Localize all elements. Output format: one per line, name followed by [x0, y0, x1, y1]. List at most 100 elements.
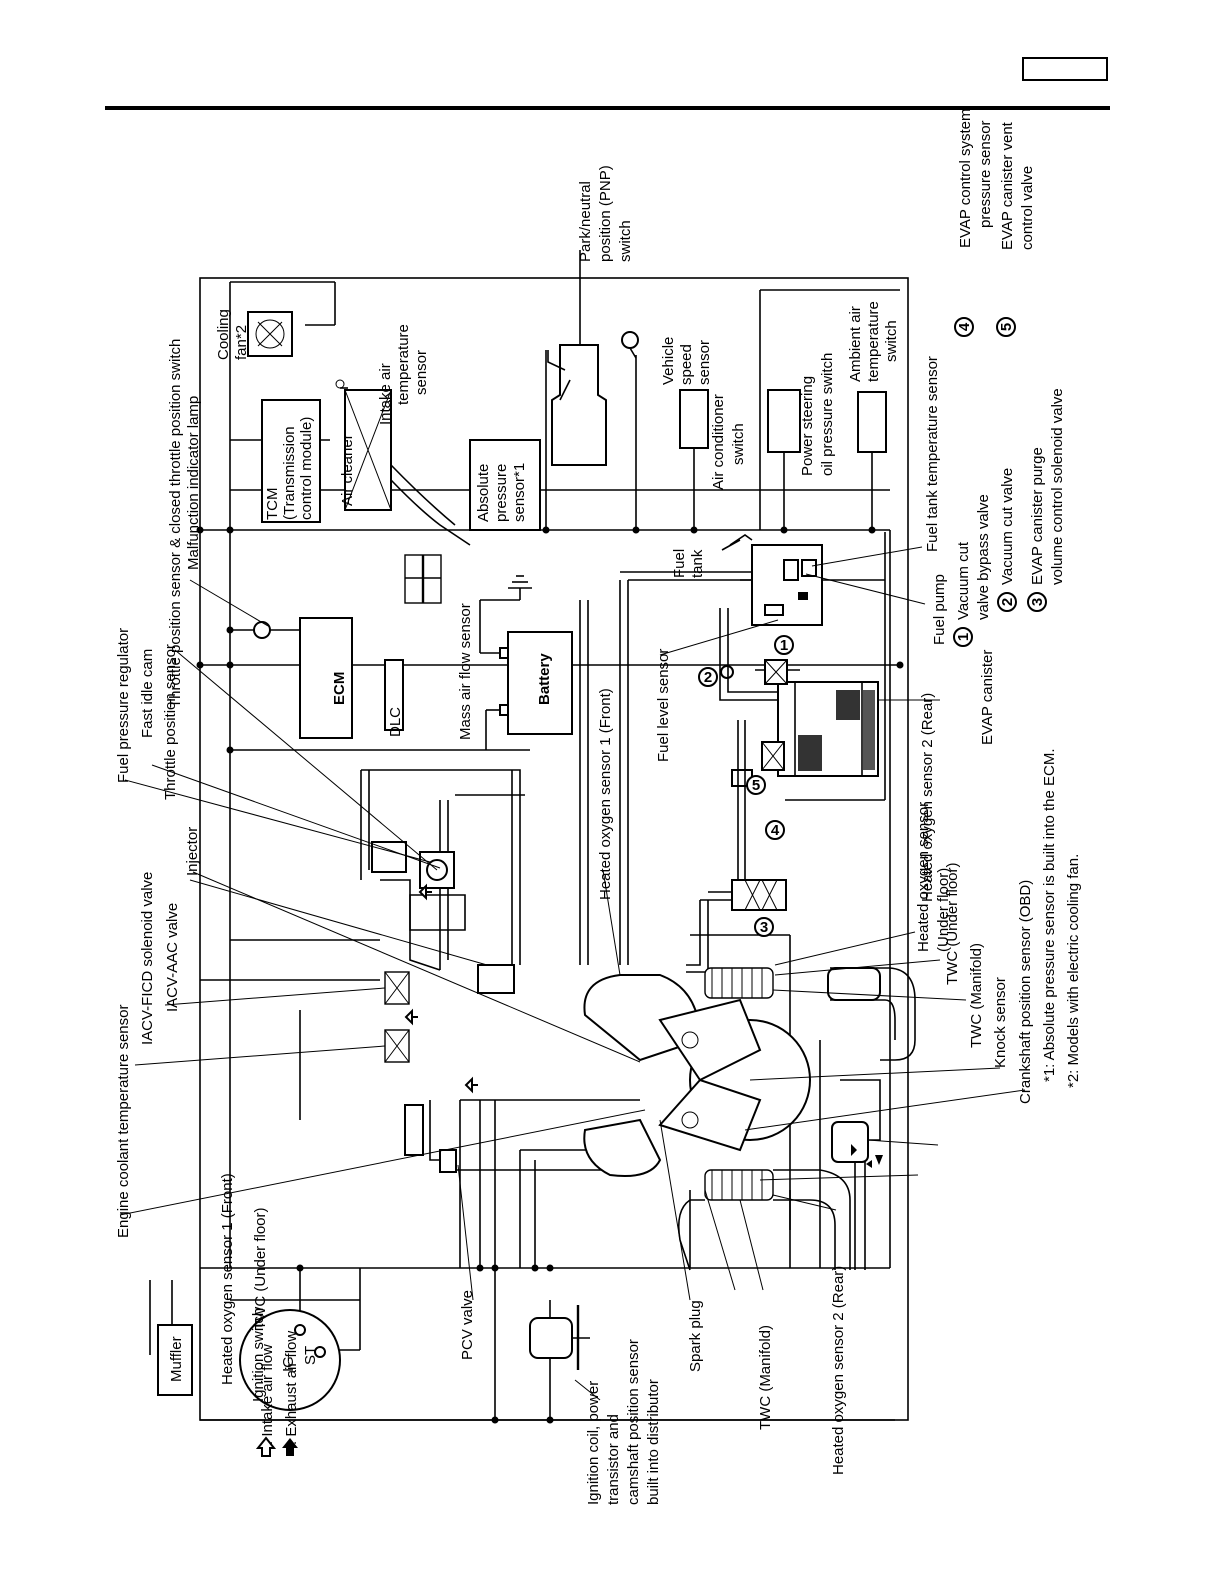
- label-vehicle-speed-1: Vehicle: [660, 337, 677, 385]
- label-vacuum-bypass-1: Vacuum cut: [955, 541, 972, 620]
- tcm-module: [261, 399, 321, 523]
- label-ambient-2: temperature: [865, 301, 882, 382]
- label-evap-vent-1: EVAP canister vent: [999, 121, 1016, 250]
- air-cleaner-icon: [335, 379, 471, 546]
- label-battery: Battery: [536, 653, 553, 705]
- svg-text:3: 3: [760, 919, 768, 936]
- label-st: ST: [302, 1346, 319, 1365]
- mass-air-flow-sensor-icon: [404, 554, 442, 604]
- evap-canister-icon: [777, 681, 879, 777]
- pcv-hose-icon: [404, 1104, 424, 1156]
- pcv-valve-icon: [439, 1149, 457, 1173]
- label-mass-air-flow: Mass air flow sensor: [457, 603, 474, 740]
- label-ps-2: oil pressure switch: [819, 353, 836, 476]
- label-fuel-level: Fuel level sensor: [655, 649, 672, 762]
- label-iacv-ficd: IACV-FICD solenoid valve: [139, 872, 156, 1045]
- label-ho2-uf-1: Heated oxygen sensor: [915, 802, 932, 952]
- label-intake-air-2: temperature: [395, 324, 412, 405]
- label-ambient-1: Ambient air: [847, 306, 864, 382]
- label-pnp-3: switch: [617, 220, 634, 262]
- label-absolute-1: Absolute: [475, 464, 492, 522]
- label-ignition-switch: Ignition switch: [250, 1308, 267, 1402]
- label-vacuum-cut: Vacuum cut valve: [999, 468, 1016, 585]
- label-fast-idle-cam: Fast idle cam: [139, 649, 156, 738]
- label-knock-sensor: Knock sensor: [992, 977, 1009, 1068]
- label-injector: Injector: [184, 827, 201, 876]
- label-throttle-closed: Throttle position sensor & closed thrott…: [167, 339, 184, 708]
- label-ac-2: switch: [730, 423, 747, 465]
- label-absolute-2: pressure: [493, 464, 510, 522]
- label-footnote-2: *2: Models with electric cooling fan.: [1065, 854, 1082, 1088]
- exhaust-pipes: [149, 967, 916, 1396]
- label-twc-manifold-l: TWC (Manifold): [757, 1325, 774, 1430]
- label-fuel-tank-2: tank: [689, 549, 706, 578]
- purge-solenoid-valve-icon: [731, 879, 787, 911]
- exhaust-air-flow-icon: [282, 1438, 298, 1456]
- label-intake-air-1: Intake air: [377, 363, 394, 425]
- distributor-icon: [529, 1305, 590, 1370]
- vehicle-speed-sensor-icon: [621, 331, 639, 359]
- label-ignition-coil-1: Ignition coil, power: [585, 1381, 602, 1505]
- label-twc-manifold-r: TWC (Manifold): [968, 943, 985, 1048]
- svg-text:5: 5: [998, 323, 1015, 331]
- flow-arrows: [404, 883, 883, 1168]
- svg-text:4: 4: [771, 822, 780, 839]
- label-evap-canister: EVAP canister: [979, 650, 996, 745]
- vacuum-cut-valves-icon: [720, 659, 788, 787]
- label-pnp-2: position (PNP): [597, 165, 614, 262]
- label-footnote-1: *1: Absolute pressure sensor is built in…: [1041, 748, 1058, 1082]
- throttle-body-icon: [371, 841, 466, 931]
- svg-text:1: 1: [780, 637, 788, 654]
- svg-text:4: 4: [956, 322, 973, 331]
- muffler-box: [157, 1324, 193, 1396]
- svg-text:2: 2: [999, 598, 1016, 606]
- label-pnp-1: Park/neutral: [577, 181, 594, 262]
- ignition-switch-icon: [239, 1309, 341, 1411]
- label-pcv-valve: PCV valve: [459, 1290, 476, 1360]
- label-fuel-tank-1: Fuel: [671, 549, 688, 578]
- label-evap-vent-2: control valve: [1019, 166, 1036, 250]
- label-fuel-pump: Fuel pump: [931, 574, 948, 645]
- label-ambient-3: switch: [883, 320, 900, 362]
- cooling-fan-icon: [247, 311, 293, 357]
- label-cooling-fan-2: fan*2: [233, 325, 250, 360]
- svg-text:3: 3: [1029, 598, 1046, 606]
- leader-lines: [119, 250, 1026, 1401]
- label-intake-flow: : Intake air flow: [259, 1344, 276, 1445]
- label-exhaust-flow: : Exhaust air flow: [283, 1331, 300, 1445]
- power-steering-switch-box: [767, 389, 801, 453]
- label-vehicle-speed-3: sensor: [696, 340, 713, 385]
- label-ho2-uf-2: (Under floor): [935, 868, 952, 952]
- label-absolute-3: sensor*1: [511, 463, 528, 522]
- label-ecm: ECM: [331, 672, 348, 705]
- label-fuel-tank-temp: Fuel tank temperature sensor: [924, 356, 941, 552]
- label-ignition-coil-2: transistor and: [605, 1414, 622, 1505]
- label-crankshaft: Crankshaft position sensor (OBD): [1017, 880, 1034, 1104]
- air-conditioner-switch-box: [679, 389, 709, 449]
- label-dlc: DLC: [387, 707, 404, 737]
- ambient-air-switch-box: [857, 391, 887, 453]
- label-ac-1: Air conditioner: [710, 394, 727, 490]
- label-ho2-rear: Heated oxygen sensor 2 (Rear): [919, 693, 936, 902]
- label-ignition-coil-4: built into distributor: [645, 1379, 662, 1505]
- label-muffler: Muffler: [168, 1336, 185, 1382]
- label-twc-under-floor-l: TWC (Under floor): [252, 1207, 269, 1330]
- label-throttle-position: Throttle position sensor: [162, 644, 179, 800]
- label-tcm-1: TCM: [264, 488, 281, 521]
- label-vehicle-speed-2: speed: [678, 344, 695, 385]
- ecm-module: [253, 617, 404, 739]
- label-spark-plug: Spark plug: [687, 1300, 704, 1372]
- svg-text:5: 5: [752, 777, 760, 794]
- wiring-junctions: [196, 526, 904, 1424]
- label-engine-coolant: Engine coolant temperature sensor: [115, 1005, 132, 1238]
- label-intake-air-3: sensor: [413, 350, 430, 395]
- flow-legend: : Intake air flow : Exhaust air flow: [255, 1331, 300, 1457]
- label-evap-pressure-2: pressure sensor: [977, 120, 994, 228]
- label-ho2-rear-l: Heated oxygen sensor 2 (Rear): [830, 1266, 847, 1475]
- label-ho2-front-l: Heated oxygen sensor 1 (Front): [219, 1173, 236, 1385]
- label-evap-purge-2: volume control solenoid valve: [1049, 388, 1066, 585]
- label-ignition-coil-3: camshaft position sensor: [625, 1339, 642, 1505]
- label-cooling-fan-1: Cooling: [215, 309, 232, 360]
- svg-text:2: 2: [704, 669, 712, 686]
